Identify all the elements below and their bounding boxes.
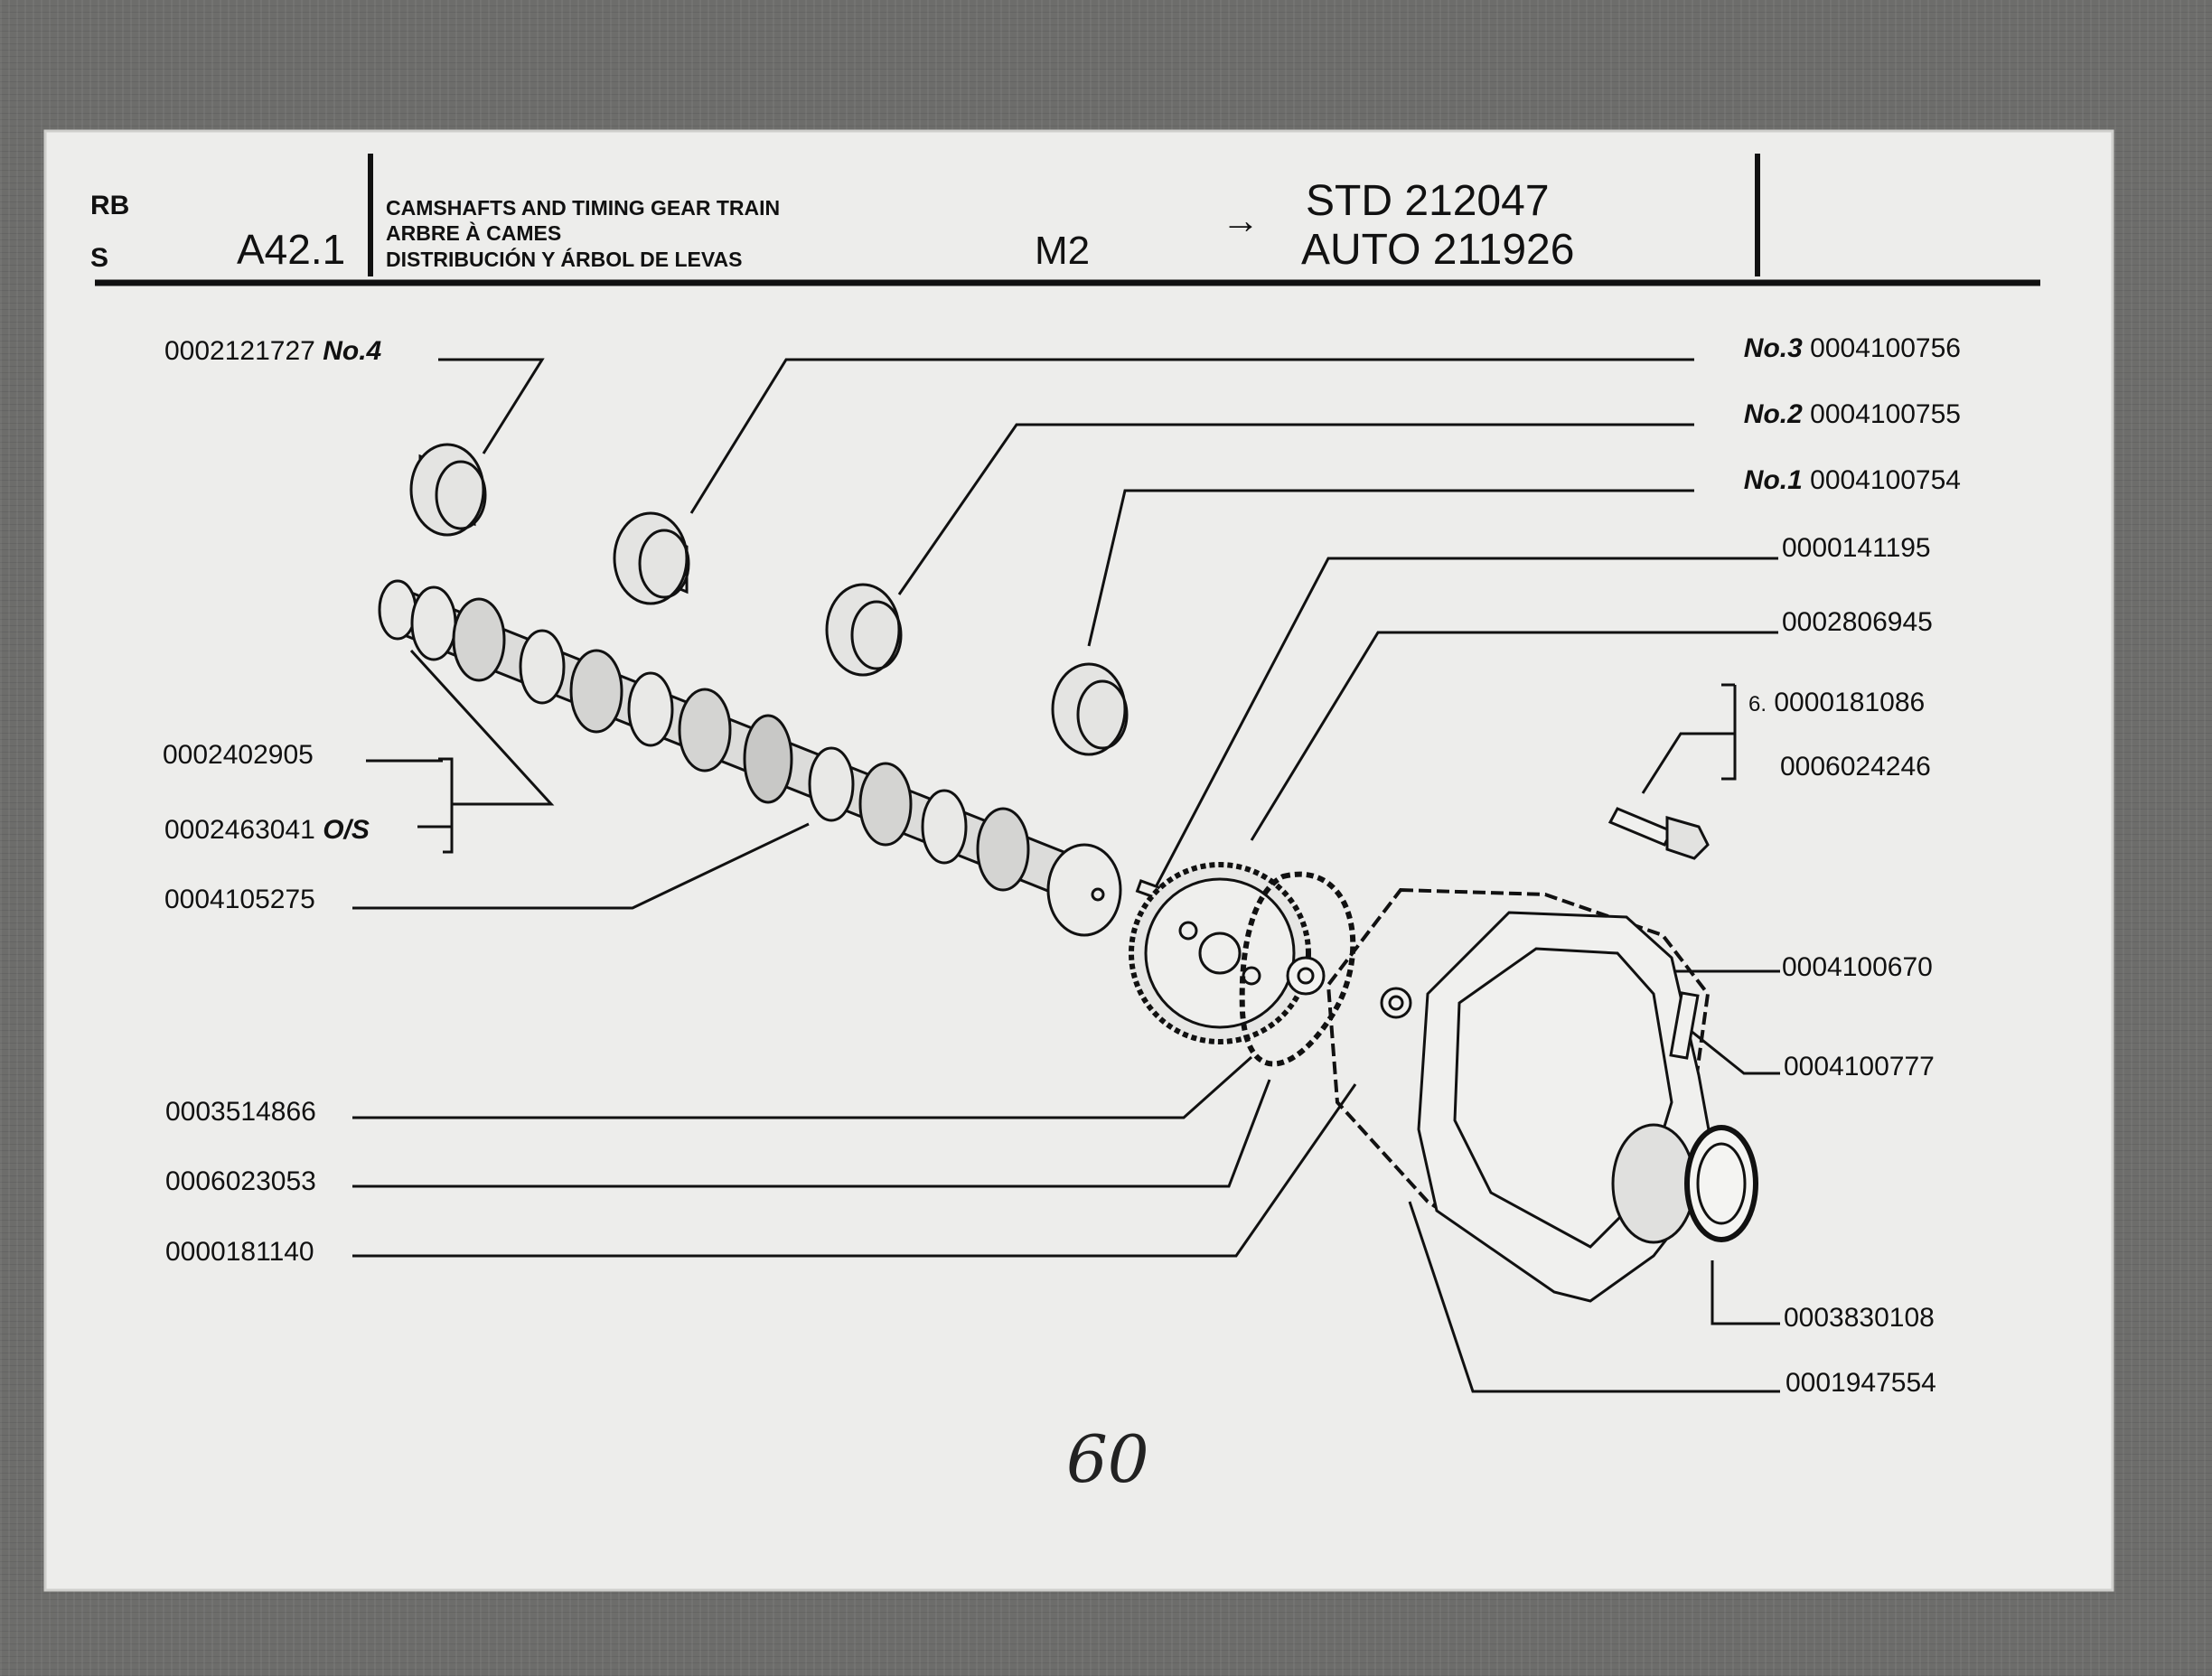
handwritten-page-number: 60 xyxy=(1066,1421,1149,1497)
part-label: 0002806945 xyxy=(1782,607,1933,637)
leader-0004105275 xyxy=(352,822,810,910)
part-label: 0004100670 xyxy=(1782,952,1933,982)
page-ref: A42.1 xyxy=(237,226,345,273)
cover-bolt xyxy=(1607,807,1710,860)
part-label: 0006024246 xyxy=(1780,752,1931,782)
bearing-bushing-no2 xyxy=(825,583,903,677)
part-number: 0003830108 xyxy=(1784,1303,1935,1333)
bearing-bushing-no3 xyxy=(613,511,690,605)
leader-bolt-bracket xyxy=(1721,685,1737,781)
part-number: 0002121727 xyxy=(164,336,315,366)
part-label: 6. 0000181086 xyxy=(1748,688,1925,717)
leader-bushing-spoke xyxy=(409,649,555,806)
leader-0006023053 xyxy=(352,1079,1271,1188)
part-label: 0006023053 xyxy=(165,1166,316,1196)
part-number: 0004100755 xyxy=(1810,399,1961,429)
part-label: 0003830108 xyxy=(1784,1303,1935,1333)
part-label: 0000181140 xyxy=(165,1237,314,1267)
part-number: 0006024246 xyxy=(1780,752,1931,782)
part-tag: No.1 xyxy=(1744,465,1803,495)
part-number: 0004100754 xyxy=(1810,465,1961,495)
code-bottom: S xyxy=(90,243,108,273)
part-label: No.3 0004100756 xyxy=(1744,333,1961,363)
part-label: 0004105275 xyxy=(164,885,315,914)
part-label: 0002402905 xyxy=(163,740,314,770)
part-label: 0000141195 xyxy=(1782,533,1931,563)
leader-0003514866 xyxy=(352,1055,1252,1119)
part-label: 0002463041 O/S xyxy=(164,815,370,845)
part-label: No.1 0004100754 xyxy=(1744,465,1961,495)
leader-0003830108 xyxy=(1711,1260,1780,1325)
part-number: 0000181140 xyxy=(165,1237,314,1267)
leader-os-bracket xyxy=(443,827,454,854)
part-tag: O/S xyxy=(323,815,370,845)
right-labels: No.3 0004100756 No.2 0004100755 No.1 000… xyxy=(1744,333,1961,1398)
part-number: 0002806945 xyxy=(1782,607,1933,637)
timing-chain xyxy=(1239,871,1356,1067)
part-label: 0003514866 xyxy=(165,1097,316,1127)
part-label: 0002121727 No.4 xyxy=(164,336,382,366)
leader-bolt xyxy=(1641,732,1735,794)
part-number: 0002402905 xyxy=(163,740,314,770)
leader-lines xyxy=(352,358,1780,1393)
leader-no2 xyxy=(897,423,1694,595)
timing-gear xyxy=(1129,862,1311,1044)
code-top: RB xyxy=(90,191,129,220)
part-tag: No.2 xyxy=(1744,399,1803,429)
part-number: 0006023053 xyxy=(165,1166,316,1196)
part-number: 0004100670 xyxy=(1782,952,1933,982)
exploded-view xyxy=(378,443,1758,1303)
part-label: 0004100777 xyxy=(1784,1052,1935,1081)
part-number: 0004105275 xyxy=(164,885,315,914)
left-labels: 0002121727 No.4 0002402905 0002463041 O/… xyxy=(163,336,382,1267)
part-number: 0000181086 xyxy=(1774,688,1925,717)
leader-0002463041 xyxy=(417,757,454,829)
camshaft xyxy=(378,579,1162,937)
title-fr: ARBRE À CAMES xyxy=(386,220,561,245)
part-number: 0004100756 xyxy=(1810,333,1961,363)
auto-number: AUTO 211926 xyxy=(1301,226,1574,274)
part-tag: No.4 xyxy=(323,336,381,366)
timing-cover xyxy=(1380,911,1758,1303)
part-number: 0003514866 xyxy=(165,1097,316,1127)
leader-0002806945 xyxy=(1250,631,1778,841)
leader-0004100777 xyxy=(1689,1028,1780,1075)
leader-0001947554 xyxy=(1408,1201,1780,1393)
part-number: 0000141195 xyxy=(1782,533,1931,563)
bearing-bushing-no4 xyxy=(409,443,487,537)
model-code: M2 xyxy=(1035,229,1090,273)
leader-0000141195 xyxy=(1155,557,1778,886)
part-label: 0001947554 xyxy=(1786,1368,1936,1398)
title-es: DISTRIBUCIÓN Y ÁRBOL DE LEVAS xyxy=(386,247,742,271)
part-label: No.2 0004100755 xyxy=(1744,399,1961,429)
bearing-bushing-no1 xyxy=(1051,662,1129,756)
header: RB S A42.1 CAMSHAFTS AND TIMING GEAR TRA… xyxy=(90,154,2040,286)
title-en: CAMSHAFTS AND TIMING GEAR TRAIN xyxy=(386,196,780,220)
part-number: 0004100777 xyxy=(1784,1052,1935,1081)
leader-no4 xyxy=(438,358,545,454)
part-tag: No.3 xyxy=(1744,333,1803,363)
part-tag: 6. xyxy=(1748,692,1767,716)
leader-0000181140 xyxy=(352,1083,1357,1258)
std-number: STD 212047 xyxy=(1306,177,1550,225)
arrow-icon: → xyxy=(1222,199,1260,241)
part-number: 0001947554 xyxy=(1786,1368,1936,1398)
leader-no1 xyxy=(1087,489,1694,647)
leader-no3 xyxy=(689,358,1694,514)
part-number: 0002463041 xyxy=(164,815,315,845)
